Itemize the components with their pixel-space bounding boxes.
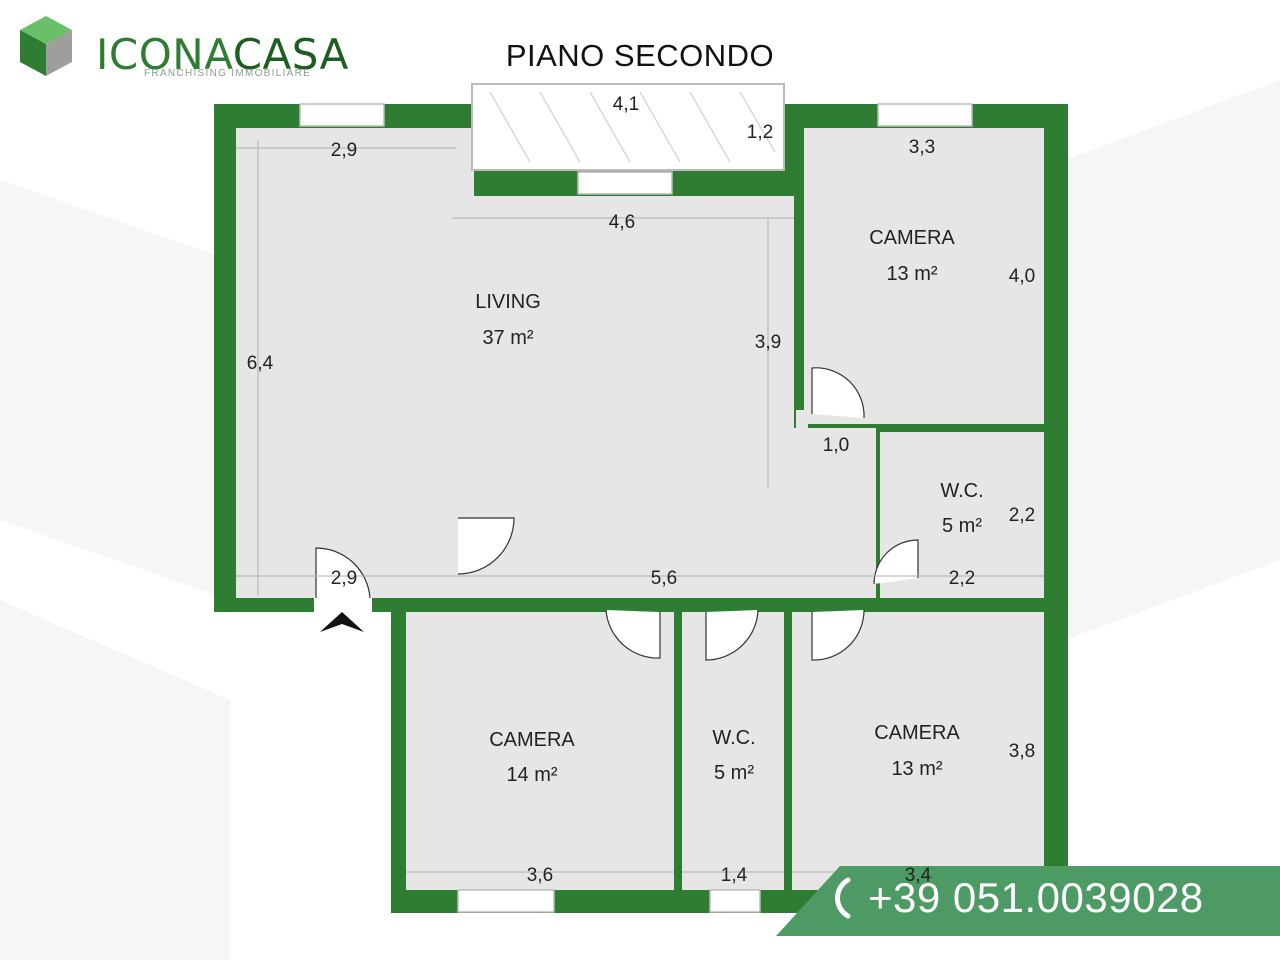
dim-camera-se-height: 3,8 bbox=[1009, 741, 1035, 762]
room-area-wc-east: 5 m² bbox=[942, 515, 982, 537]
dim-living-right: 3,9 bbox=[755, 332, 781, 353]
brand-tagline: FRANCHISING IMMOBILIARE bbox=[144, 68, 312, 79]
room-name-living: LIVING bbox=[475, 291, 541, 313]
room-area-camera-sw: 14 m² bbox=[506, 764, 557, 786]
entrance-arrow-icon bbox=[320, 612, 364, 632]
floor-title: PIANO SECONDO bbox=[505, 38, 775, 73]
dim-wc-south-width: 1,4 bbox=[721, 865, 748, 886]
contact-bar bbox=[776, 866, 1280, 936]
dimension-labels: 4,1 1,2 2,9 4,6 6,4 3,9 2,9 3,3 4,0 1,0 … bbox=[247, 94, 1035, 886]
background-pattern bbox=[0, 80, 1280, 960]
floors bbox=[236, 128, 1044, 890]
room-name-wc-south: W.C. bbox=[712, 727, 755, 749]
brand-name: ICONACASA bbox=[96, 30, 349, 79]
phone-number[interactable]: +39 051.0039028 bbox=[868, 874, 1204, 921]
balcony bbox=[471, 83, 785, 171]
doors bbox=[315, 367, 919, 661]
room-area-camera-se: 13 m² bbox=[891, 758, 942, 780]
room-name-camera-ne: CAMERA bbox=[869, 227, 955, 249]
brand-name-part1: ICONA bbox=[96, 30, 233, 79]
dim-living-height: 6,4 bbox=[247, 353, 274, 374]
room-name-wc-east: W.C. bbox=[940, 480, 983, 502]
dim-living-bottom: 2,9 bbox=[331, 568, 357, 589]
room-area-camera-ne: 13 m² bbox=[886, 263, 937, 285]
dimension-lines bbox=[236, 140, 1044, 873]
dim-corridor-length: 5,6 bbox=[651, 568, 677, 589]
room-name-camera-se: CAMERA bbox=[874, 722, 960, 744]
room-area-wc-south: 5 m² bbox=[714, 762, 754, 784]
windows bbox=[299, 103, 973, 913]
logo: ICONACASA FRANCHISING IMMOBILIARE bbox=[18, 14, 348, 84]
dim-camera-ne-width: 3,3 bbox=[909, 137, 935, 158]
room-labels: LIVING 37 m² CAMERA 13 m² W.C. 5 m² CAME… bbox=[475, 227, 983, 786]
dim-wc-east-width: 2,2 bbox=[949, 568, 975, 589]
dim-camera-se-width: 3,4 bbox=[905, 865, 932, 886]
green-cube-icon bbox=[20, 16, 72, 76]
dim-balcony-depth: 1,2 bbox=[747, 122, 773, 143]
dim-living-mid: 4,6 bbox=[609, 212, 635, 233]
dim-camera-sw-width: 3,6 bbox=[527, 865, 553, 886]
entrance-opening bbox=[314, 596, 372, 614]
brand-name-part2: CASA bbox=[232, 30, 349, 79]
dim-camera-ne-height: 4,0 bbox=[1009, 266, 1035, 287]
room-area-living: 37 m² bbox=[482, 327, 533, 349]
phone-handset-icon bbox=[835, 877, 851, 919]
dim-balcony-width: 4,1 bbox=[613, 94, 639, 115]
room-name-camera-sw: CAMERA bbox=[489, 729, 575, 751]
dim-corridor-width: 1,0 bbox=[823, 435, 849, 456]
dim-living-top: 2,9 bbox=[331, 140, 357, 161]
dim-wc-east-height: 2,2 bbox=[1009, 505, 1035, 526]
